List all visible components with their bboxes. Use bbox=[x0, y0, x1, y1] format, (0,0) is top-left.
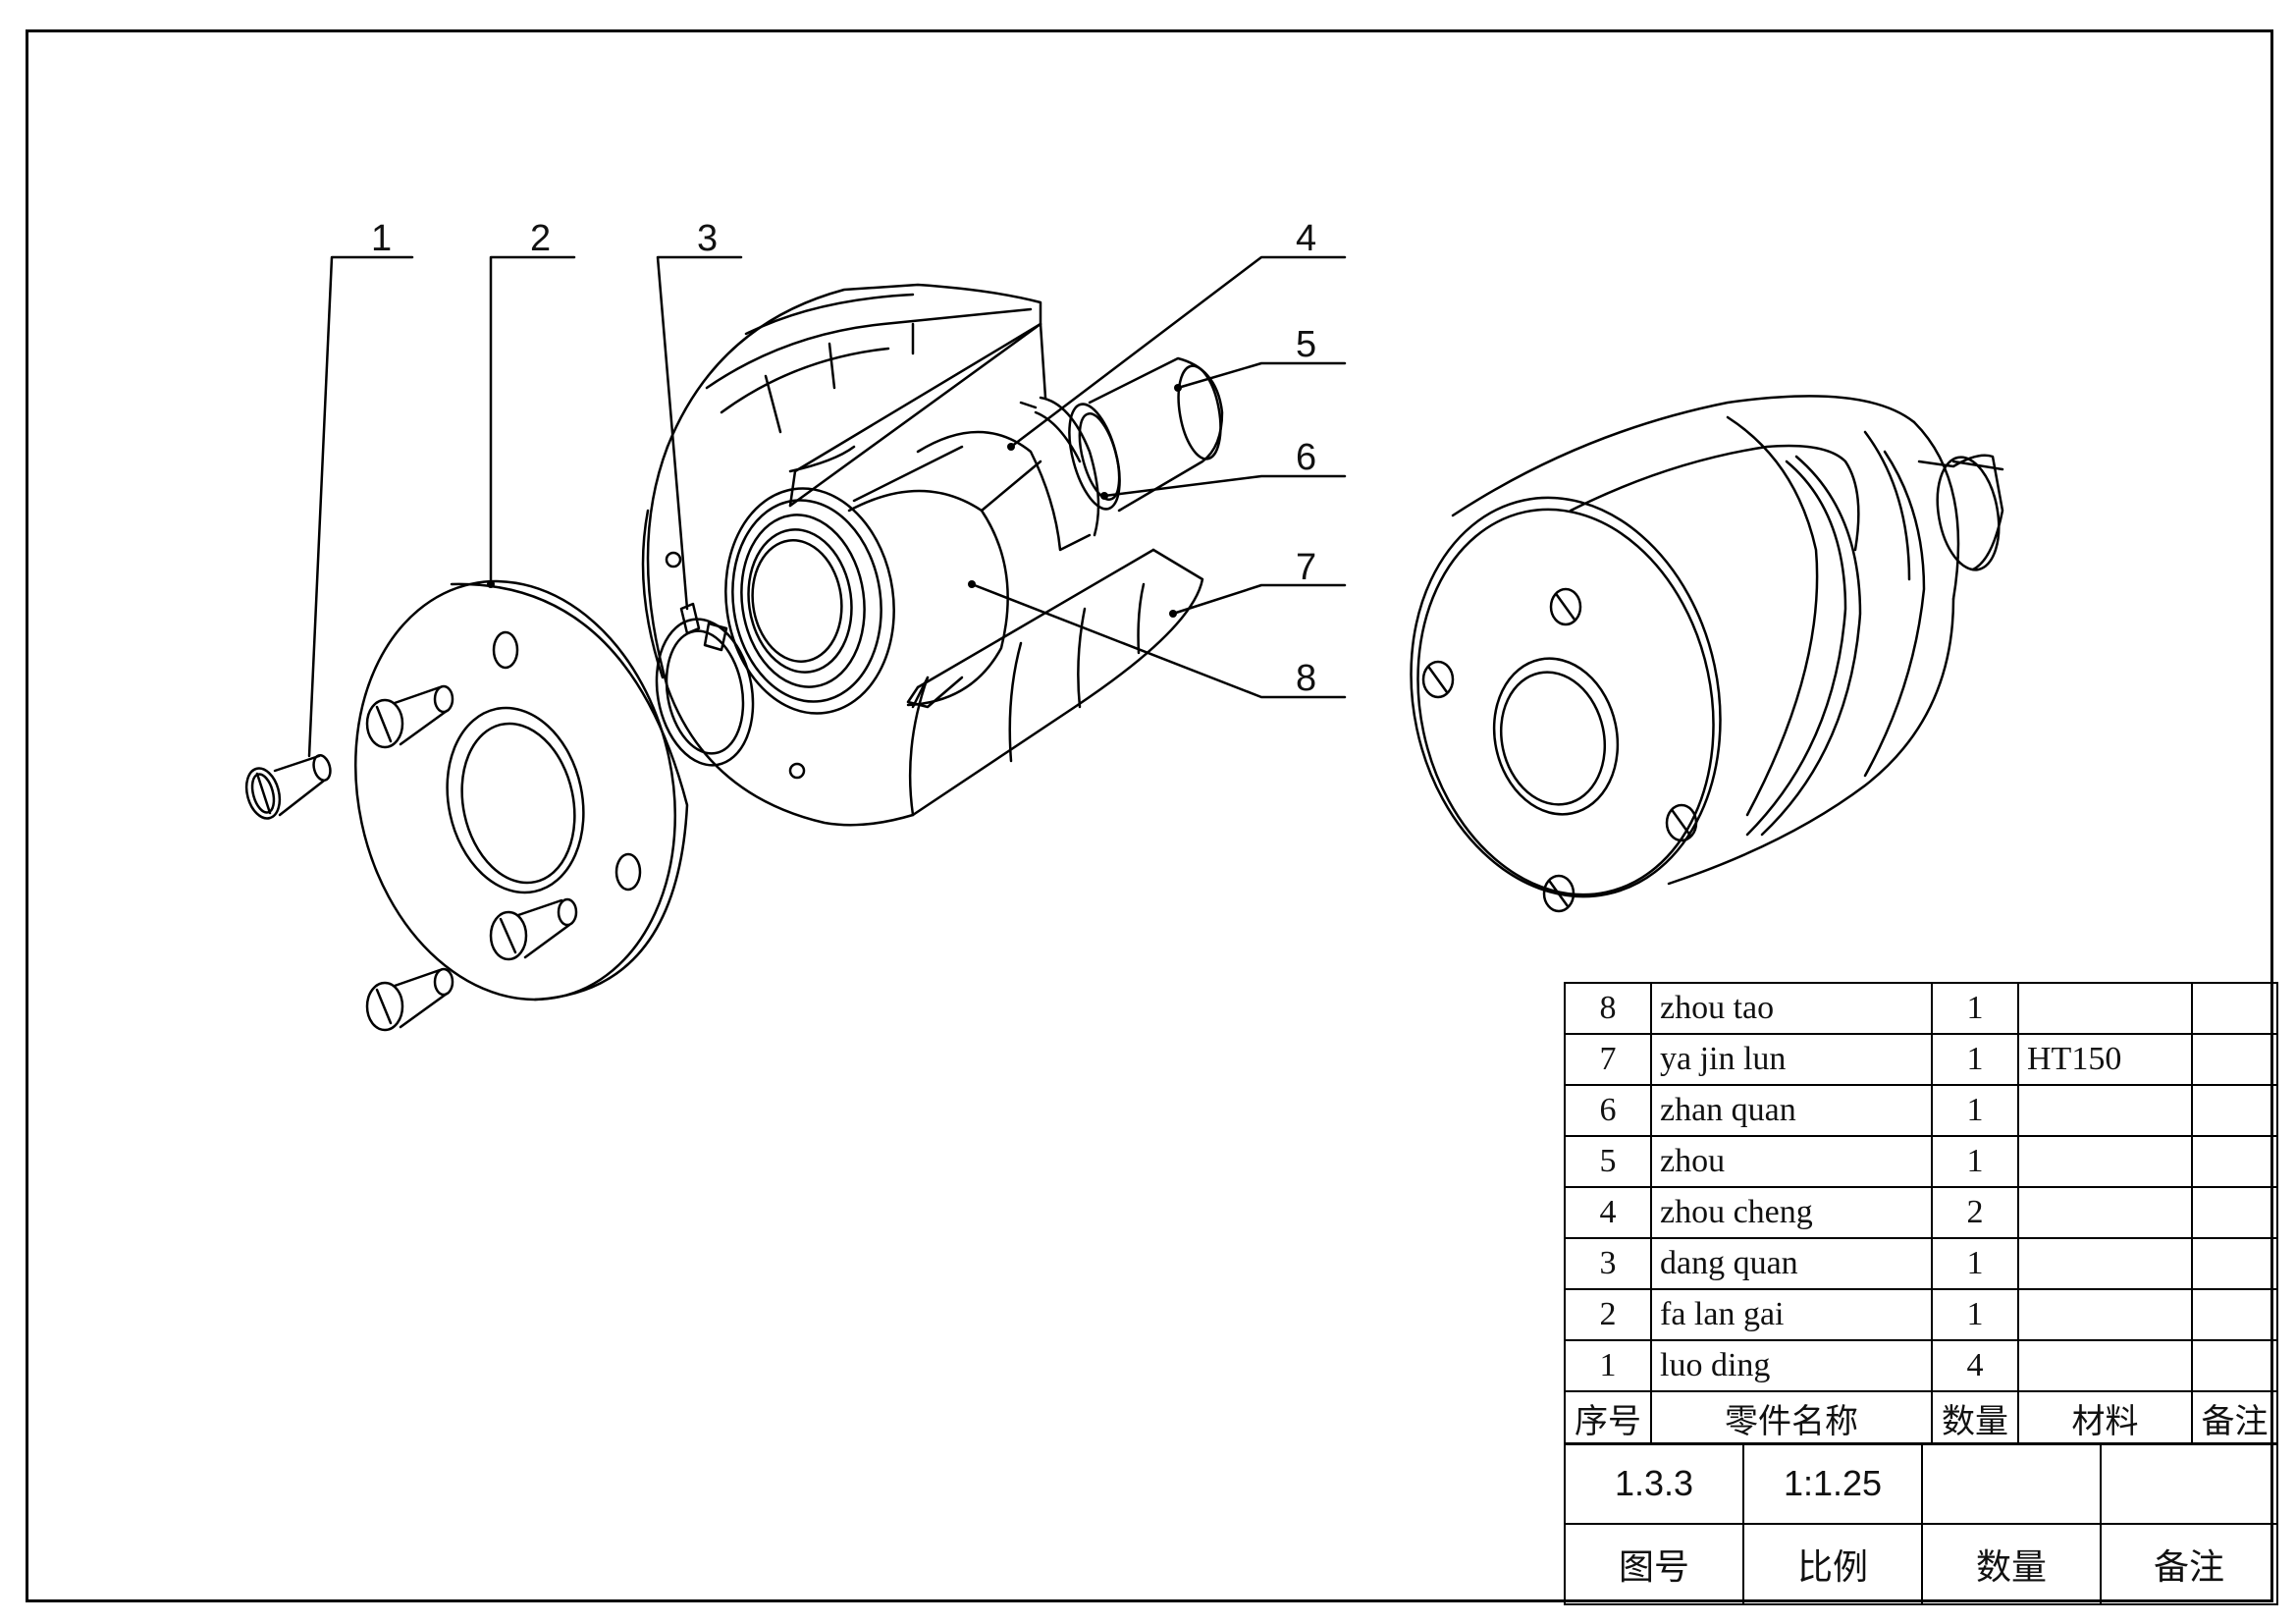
drawing-quantity bbox=[1921, 1442, 2102, 1525]
bom-row: 8 zhou tao 1 bbox=[1564, 982, 2278, 1035]
drawing-note bbox=[2100, 1442, 2278, 1525]
bom-note bbox=[2191, 1084, 2278, 1137]
callout-1: 1 bbox=[371, 218, 392, 259]
drawing-scale: 1:1.25 bbox=[1742, 1442, 1923, 1525]
bom-name: luo ding bbox=[1650, 1339, 1933, 1392]
assembled-view bbox=[1410, 395, 2004, 913]
drawing-quantity-label: 数量 bbox=[1921, 1523, 2102, 1605]
bom-material: HT150 bbox=[2017, 1033, 2193, 1086]
bom-note bbox=[2191, 1186, 2278, 1239]
callout-8: 8 bbox=[1296, 658, 1316, 699]
callout-6: 6 bbox=[1296, 437, 1316, 478]
bom-header-row: 序号 零件名称 数量 材料 备注 bbox=[1564, 1390, 2278, 1445]
bom-no: 6 bbox=[1564, 1084, 1652, 1137]
bom-note bbox=[2191, 1339, 2278, 1392]
bom-no: 2 bbox=[1564, 1288, 1652, 1341]
bom-material bbox=[2017, 1339, 2193, 1392]
bom-name: zhou bbox=[1650, 1135, 1933, 1188]
bom-material bbox=[2017, 982, 2193, 1035]
bom-no: 3 bbox=[1564, 1237, 1652, 1290]
bom-header-note: 备注 bbox=[2191, 1390, 2278, 1445]
title-block-labels: 图号 比例 数量 备注 bbox=[1564, 1523, 2278, 1605]
bill-of-materials: 8 zhou tao 1 7 ya jin lun 1 HT150 6 zhan… bbox=[1564, 982, 2278, 1445]
bom-qty: 1 bbox=[1931, 1135, 2019, 1188]
bom-name: dang quan bbox=[1650, 1237, 1933, 1290]
drawing-number-label: 图号 bbox=[1564, 1523, 1744, 1605]
bom-note bbox=[2191, 1237, 2278, 1290]
bom-row: 5 zhou 1 bbox=[1564, 1135, 2278, 1188]
callout-5: 5 bbox=[1296, 324, 1316, 365]
drawing-number: 1.3.3 bbox=[1564, 1442, 1744, 1525]
bom-note bbox=[2191, 982, 2278, 1035]
circlip-part-3 bbox=[655, 602, 755, 767]
bom-qty: 1 bbox=[1931, 1288, 2019, 1341]
bom-no: 7 bbox=[1564, 1033, 1652, 1086]
callout-7: 7 bbox=[1296, 547, 1316, 588]
bom-no: 4 bbox=[1564, 1186, 1652, 1239]
bom-header-material: 材料 bbox=[2017, 1390, 2193, 1445]
bom-name: zhou cheng bbox=[1650, 1186, 1933, 1239]
bom-qty: 1 bbox=[1931, 1237, 2019, 1290]
bom-header-qty: 数量 bbox=[1931, 1390, 2019, 1445]
drawing-note-label: 备注 bbox=[2100, 1523, 2278, 1605]
bom-row: 6 zhan quan 1 bbox=[1564, 1084, 2278, 1137]
callout-leaders bbox=[307, 255, 1347, 758]
bom-note bbox=[2191, 1288, 2278, 1341]
bom-material bbox=[2017, 1237, 2193, 1290]
callout-numbers: 1 2 3 4 5 6 7 8 bbox=[371, 218, 1316, 699]
bom-row: 4 zhou cheng 2 bbox=[1564, 1186, 2278, 1239]
flange-cover-part-2 bbox=[353, 579, 689, 1001]
bom-row: 2 fa lan gai 1 bbox=[1564, 1288, 2278, 1341]
bom-name: fa lan gai bbox=[1650, 1288, 1933, 1341]
bom-material bbox=[2017, 1186, 2193, 1239]
bom-no: 8 bbox=[1564, 982, 1652, 1035]
bom-header-no: 序号 bbox=[1564, 1390, 1652, 1445]
callout-3: 3 bbox=[697, 218, 718, 259]
callout-4: 4 bbox=[1296, 218, 1316, 259]
screws-part-1 bbox=[244, 684, 578, 1032]
bom-no: 5 bbox=[1564, 1135, 1652, 1188]
bom-note bbox=[2191, 1033, 2278, 1086]
bom-qty: 2 bbox=[1931, 1186, 2019, 1239]
bom-note bbox=[2191, 1135, 2278, 1188]
bom-name: zhou tao bbox=[1650, 982, 1933, 1035]
bom-qty: 1 bbox=[1931, 982, 2019, 1035]
bom-qty: 1 bbox=[1931, 1033, 2019, 1086]
bom-header-name: 零件名称 bbox=[1650, 1390, 1933, 1445]
bom-material bbox=[2017, 1135, 2193, 1188]
bom-material bbox=[2017, 1288, 2193, 1341]
drawing-scale-label: 比例 bbox=[1742, 1523, 1923, 1605]
drawing-border bbox=[26, 29, 2273, 1602]
title-block-values: 1.3.3 1:1.25 bbox=[1564, 1442, 2278, 1525]
bom-material bbox=[2017, 1084, 2193, 1137]
bom-row: 1 luo ding 4 bbox=[1564, 1339, 2278, 1392]
bom-qty: 1 bbox=[1931, 1084, 2019, 1137]
bom-name: ya jin lun bbox=[1650, 1033, 1933, 1086]
callout-2: 2 bbox=[530, 218, 551, 259]
bom-name: zhan quan bbox=[1650, 1084, 1933, 1137]
cutaway-assembly bbox=[641, 283, 1224, 827]
bom-qty: 4 bbox=[1931, 1339, 2019, 1392]
bom-row: 3 dang quan 1 bbox=[1564, 1237, 2278, 1290]
bom-row: 7 ya jin lun 1 HT150 bbox=[1564, 1033, 2278, 1086]
bom-no: 1 bbox=[1564, 1339, 1652, 1392]
title-block: 1.3.3 1:1.25 图号 比例 数量 备注 bbox=[1564, 1442, 2278, 1605]
